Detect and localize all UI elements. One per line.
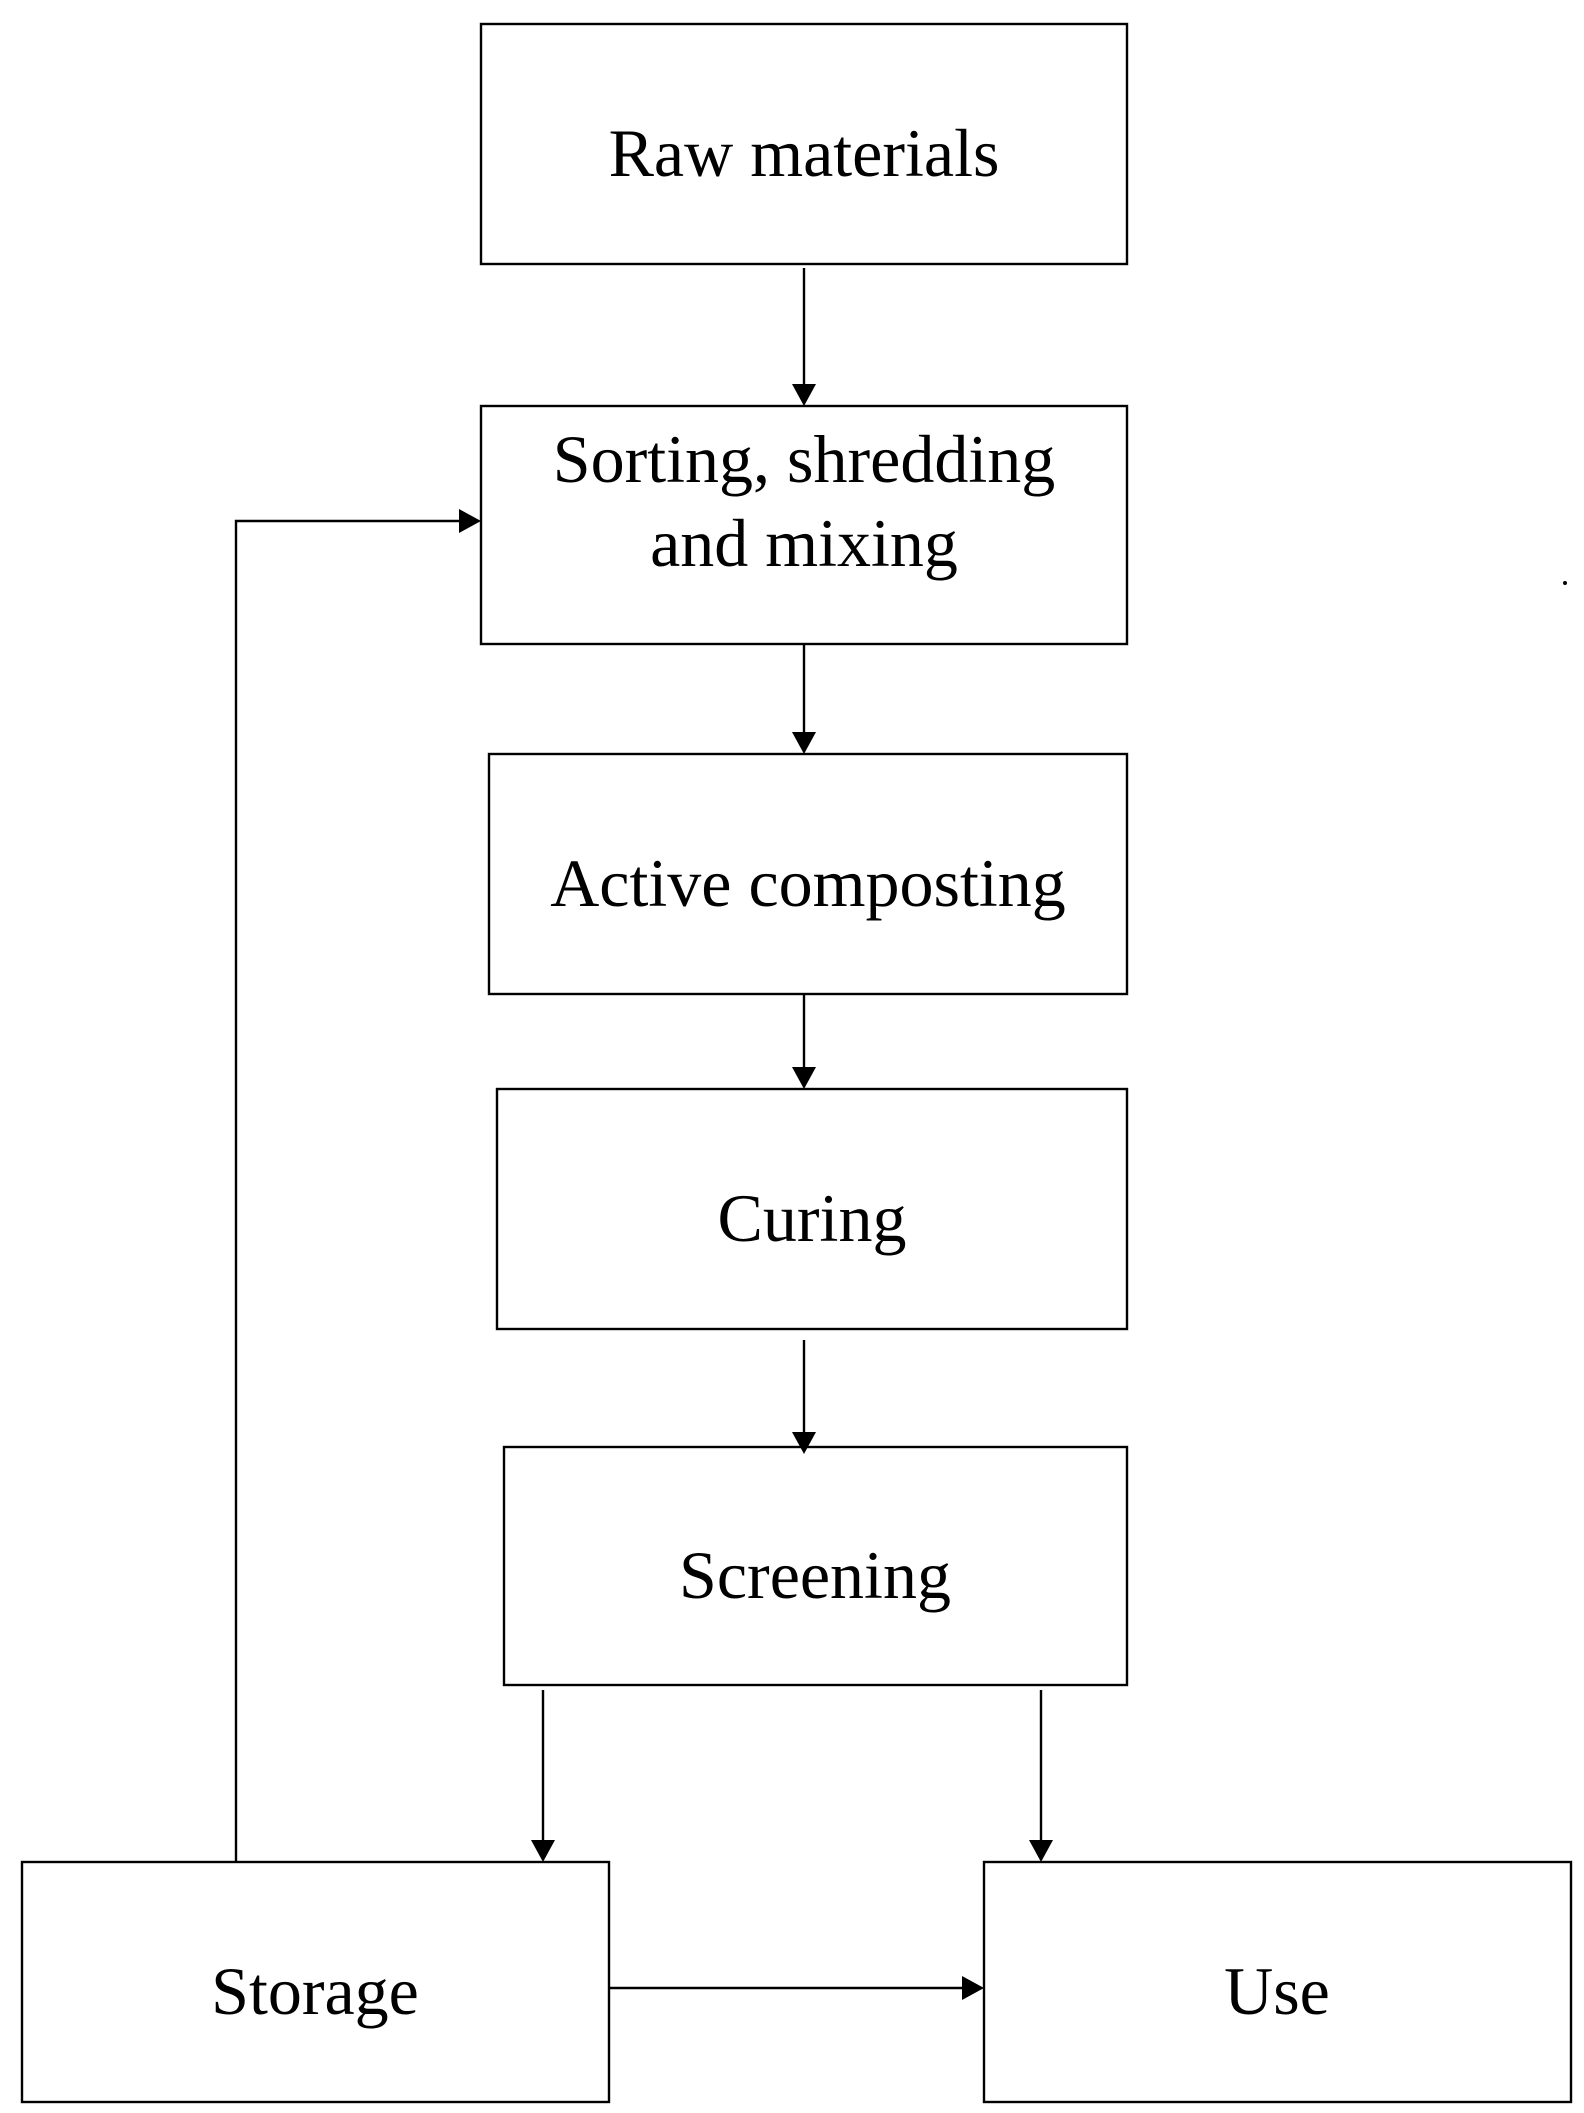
- node-label-raw-materials: Raw materials: [609, 115, 1000, 191]
- edge-curing-to-screening: [792, 1340, 816, 1454]
- node-box-curing: [495, 1087, 1129, 1331]
- node-label-screening: Screening: [679, 1537, 951, 1613]
- node-storage: Storage: [20, 1860, 611, 2104]
- node-label-use: Use: [1224, 1953, 1330, 2029]
- node-active-composting: Active composting: [487, 752, 1129, 996]
- node-box-use: [982, 1860, 1573, 2104]
- edge-screening-to-use: [1029, 1690, 1053, 1862]
- arrowhead-icon: [962, 1976, 984, 2000]
- node-use: Use: [982, 1860, 1573, 2104]
- edge-storage-to-sorting-feedback: [234, 509, 481, 1862]
- node-label-sorting-line2: and mixing: [650, 505, 958, 581]
- edge-storage-to-use: [609, 1976, 984, 2000]
- node-box-active-composting: [487, 752, 1129, 996]
- node-curing: Curing: [495, 1087, 1129, 1331]
- arrowhead-icon: [531, 1840, 555, 1862]
- arrowhead-icon: [792, 732, 816, 754]
- node-label-curing: Curing: [718, 1180, 907, 1256]
- edge-sorting-to-active: [792, 644, 816, 754]
- node-box-screening: [502, 1445, 1129, 1687]
- arrowhead-icon: [792, 1067, 816, 1089]
- node-screening: Screening: [502, 1445, 1129, 1687]
- node-sorting-shredding-mixing: Sorting, shredding and mixing: [479, 404, 1129, 646]
- node-label-sorting-line1: Sorting, shredding: [553, 421, 1055, 497]
- arrowhead-icon: [459, 509, 481, 533]
- edge-active-to-curing: [792, 994, 816, 1089]
- arrowhead-icon: [792, 1432, 816, 1454]
- arrowhead-icon: [1029, 1840, 1053, 1862]
- node-box-raw-materials: [479, 22, 1129, 266]
- stray-dot: [1563, 581, 1567, 585]
- node-box-sorting: [479, 404, 1129, 646]
- node-label-active-composting: Active composting: [550, 845, 1066, 921]
- arrowhead-icon: [792, 384, 816, 406]
- node-box-storage: [20, 1860, 611, 2104]
- edge-screening-to-storage: [531, 1690, 555, 1862]
- edge-raw-to-sorting: [792, 268, 816, 406]
- node-raw-materials: Raw materials: [479, 22, 1129, 266]
- node-label-storage: Storage: [211, 1953, 419, 2029]
